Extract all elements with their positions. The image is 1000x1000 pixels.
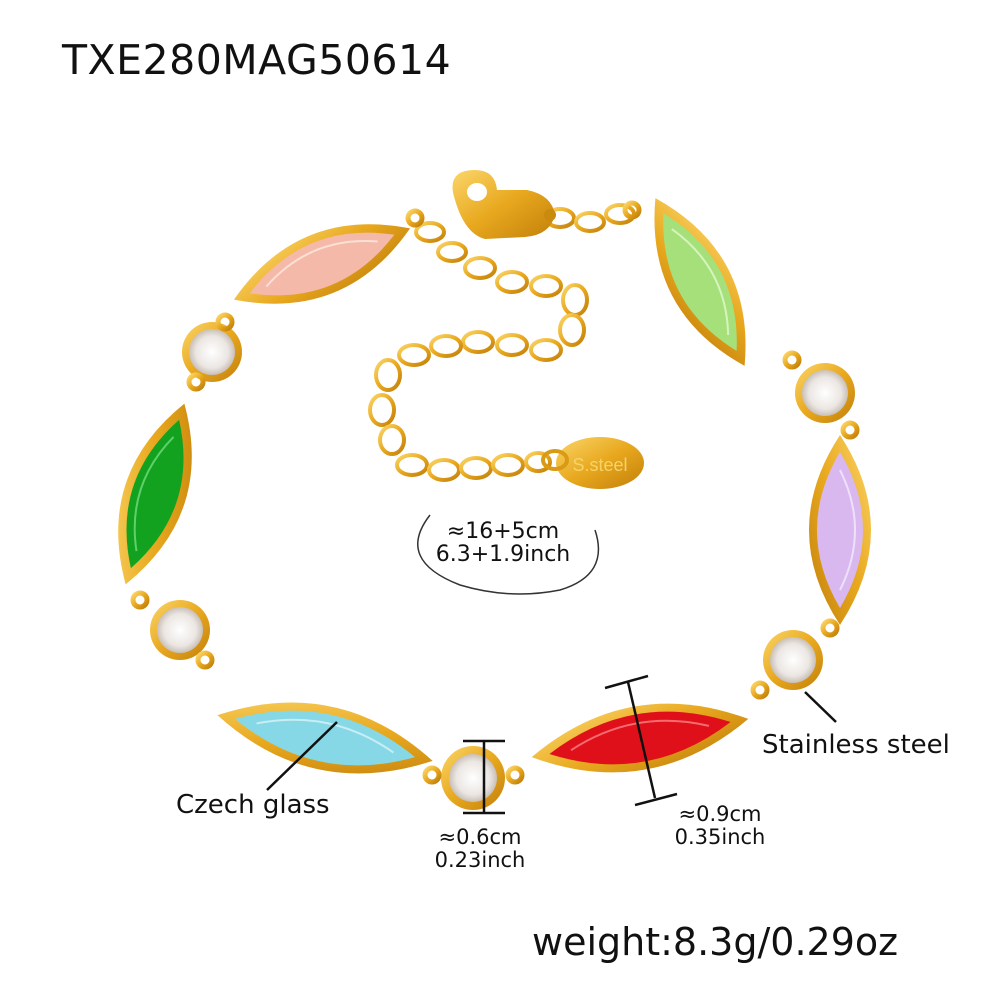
marquise-stone-cm: ≈0.9cm	[678, 802, 762, 826]
stone-top-left	[233, 224, 411, 304]
marquise-stone-inch: 0.35inch	[674, 825, 766, 849]
extender-chain	[368, 203, 636, 482]
stainless-steel-label: Stainless steel	[762, 730, 950, 760]
product-sku: TXE280MAG50614	[62, 36, 452, 84]
stone-top-right	[654, 198, 746, 366]
czech-glass-label: Czech glass	[176, 790, 330, 820]
tag-engraving: S.steel	[572, 455, 627, 475]
length-inch: 6.3+1.9inch	[435, 542, 571, 567]
lobster-clasp	[452, 170, 556, 239]
connector-links	[130, 200, 860, 785]
stone-left	[118, 403, 192, 585]
measure-lines	[266, 674, 837, 815]
length-label: ≈16+5cm 6.3+1.9inch	[418, 520, 588, 566]
cz-stones	[150, 322, 855, 810]
stone-right	[809, 435, 871, 625]
length-oval	[417, 514, 600, 595]
marquise-stone-size: ≈0.9cm 0.35inch	[655, 803, 785, 849]
length-cm: ≈16+5cm	[446, 519, 560, 544]
small-stone-cm: ≈0.6cm	[438, 825, 522, 849]
product-weight: weight:8.3g/0.29oz	[532, 920, 899, 964]
small-stone-inch: 0.23inch	[434, 848, 526, 872]
steel-tag: S.steel	[541, 437, 644, 489]
small-stone-size: ≈0.6cm 0.23inch	[415, 826, 545, 872]
stone-bottom-left	[217, 702, 433, 774]
